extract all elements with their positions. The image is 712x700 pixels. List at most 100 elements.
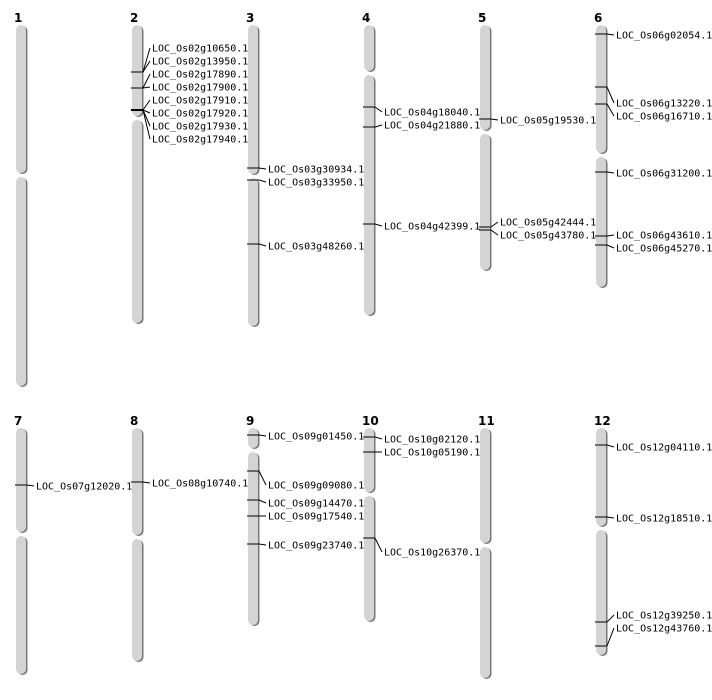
marker-connector xyxy=(606,627,615,647)
marker-connector xyxy=(142,109,151,114)
chromosome-long-arm xyxy=(480,547,490,678)
marker-connector xyxy=(374,223,383,227)
marker-connector xyxy=(142,60,151,73)
gene-marker: LOC_Os02g17940.1 xyxy=(131,109,248,146)
gene-label: LOC_Os02g17940.1 xyxy=(152,135,248,146)
chromosome-long-arm xyxy=(480,134,490,270)
gene-label: LOC_Os06g43610.1 xyxy=(616,231,712,242)
chromosome-short-arm xyxy=(596,428,606,526)
gene-marker: LOC_Os12g43760.1 xyxy=(595,624,712,647)
marker-connector xyxy=(606,444,615,448)
gene-label: LOC_Os05g19530.1 xyxy=(500,116,596,127)
chromosome-short-arm xyxy=(132,25,142,116)
gene-label: LOC_Os05g42444.1 xyxy=(500,218,596,229)
chromosome-long-arm xyxy=(132,120,142,323)
chromosome-long-arm xyxy=(248,178,258,326)
gene-label: LOC_Os12g39250.1 xyxy=(616,611,712,622)
gene-marker: LOC_Os09g23740.1 xyxy=(247,541,364,552)
gene-marker: LOC_Os06g45270.1 xyxy=(595,244,712,255)
chromosome-4: 4LOC_Os04g18040.1LOC_Os04g21880.1LOC_Os0… xyxy=(362,11,480,316)
gene-label: LOC_Os08g10740.1 xyxy=(152,479,248,490)
chromosome-1: 1 xyxy=(14,11,28,387)
marker-connector xyxy=(606,614,615,623)
gene-marker: LOC_Os05g42444.1 xyxy=(479,218,596,229)
chromosome-10: 10LOC_Os10g02120.1LOC_Os10g05190.1LOC_Os… xyxy=(362,414,480,622)
marker-connector xyxy=(258,499,267,504)
gene-label: LOC_Os02g10650.1 xyxy=(152,44,248,55)
chromosome-long-arm xyxy=(596,157,606,287)
chromosome-2: 2LOC_Os02g10650.1LOC_Os02g13950.1LOC_Os0… xyxy=(130,11,248,324)
gene-label: LOC_Os03g30934.1 xyxy=(268,165,364,176)
gene-marker: LOC_Os03g30934.1 xyxy=(247,165,364,176)
chromosome-long-arm xyxy=(16,177,26,386)
gene-marker: LOC_Os08g10740.1 xyxy=(131,479,248,490)
gene-marker: LOC_Os09g14470.1 xyxy=(247,499,364,510)
gene-label: LOC_Os06g13220.1 xyxy=(616,99,712,110)
gene-marker: LOC_Os06g16710.1 xyxy=(595,103,712,123)
chromosome-number: 10 xyxy=(362,414,379,428)
gene-marker: LOC_Os02g17900.1 xyxy=(131,83,248,94)
marker-connector xyxy=(374,436,383,440)
chromosome-short-arm xyxy=(480,428,490,543)
chromosome-number: 5 xyxy=(478,11,486,25)
chromosome-5: 5LOC_Os05g19530.1LOC_Os05g42444.1LOC_Os0… xyxy=(478,11,596,271)
chromosome-number: 12 xyxy=(594,414,611,428)
chromosome-long-arm xyxy=(364,75,374,315)
gene-label: LOC_Os04g42399.1 xyxy=(384,222,480,233)
gene-label: LOC_Os06g02054.1 xyxy=(616,31,712,42)
gene-label: LOC_Os09g17540.1 xyxy=(268,512,364,523)
gene-marker: LOC_Os09g17540.1 xyxy=(247,512,364,523)
gene-marker: LOC_Os06g02054.1 xyxy=(595,31,712,42)
marker-connector xyxy=(606,516,615,519)
gene-marker: LOC_Os02g13950.1 xyxy=(131,57,248,73)
chromosome-number: 4 xyxy=(362,11,370,25)
gene-marker: LOC_Os03g33950.1 xyxy=(247,178,364,189)
gene-label: LOC_Os04g21880.1 xyxy=(384,121,480,132)
marker-connector xyxy=(258,470,267,486)
gene-label: LOC_Os02g17920.1 xyxy=(152,109,248,120)
marker-connector xyxy=(258,167,267,170)
marker-connector xyxy=(258,179,267,183)
gene-label: LOC_Os09g23740.1 xyxy=(268,541,364,552)
gene-marker: LOC_Os12g18510.1 xyxy=(595,514,712,525)
marker-connector xyxy=(258,243,267,247)
chromosome-number: 7 xyxy=(14,414,22,428)
gene-label: LOC_Os09g01450.1 xyxy=(268,432,364,443)
chromosome-short-arm xyxy=(596,25,606,153)
marker-connector xyxy=(142,481,151,484)
marker-connector xyxy=(606,33,615,36)
gene-marker: LOC_Os02g17920.1 xyxy=(131,109,248,120)
chromosome-number: 1 xyxy=(14,11,22,25)
gene-label: LOC_Os02g13950.1 xyxy=(152,57,248,68)
gene-marker: LOC_Os10g26370.1 xyxy=(363,537,480,559)
marker-connector xyxy=(142,86,151,89)
gene-marker: LOC_Os09g09080.1 xyxy=(247,470,364,492)
gene-label: LOC_Os02g17900.1 xyxy=(152,83,248,94)
chromosome-number: 11 xyxy=(478,414,495,428)
gene-marker: LOC_Os07g12020.1 xyxy=(15,482,132,493)
gene-marker: LOC_Os10g02120.1 xyxy=(363,435,480,446)
marker-connector xyxy=(258,543,267,546)
marker-connector xyxy=(606,86,615,104)
gene-marker: LOC_Os05g19530.1 xyxy=(479,116,596,127)
gene-marker: LOC_Os03g48260.1 xyxy=(247,242,364,253)
marker-connector xyxy=(606,244,615,249)
marker-connector xyxy=(490,118,499,121)
gene-label: LOC_Os09g09080.1 xyxy=(268,481,364,492)
marker-connector xyxy=(374,124,383,128)
gene-label: LOC_Os03g48260.1 xyxy=(268,242,364,253)
chromosome-long-arm xyxy=(596,530,606,655)
chromosome-number: 6 xyxy=(594,11,602,25)
chromosome-long-arm xyxy=(132,539,142,661)
marker-connector xyxy=(606,171,615,174)
marker-connector xyxy=(606,103,615,117)
gene-label: LOC_Os07g12020.1 xyxy=(36,482,132,493)
chromosome-short-arm xyxy=(480,25,490,130)
marker-connector xyxy=(374,106,383,113)
chromosome-short-arm xyxy=(248,428,258,448)
chromosome-3: 3LOC_Os03g30934.1LOC_Os03g33950.1LOC_Os0… xyxy=(246,11,364,327)
marker-connector xyxy=(142,99,151,111)
gene-label: LOC_Os02g17890.1 xyxy=(152,70,248,81)
